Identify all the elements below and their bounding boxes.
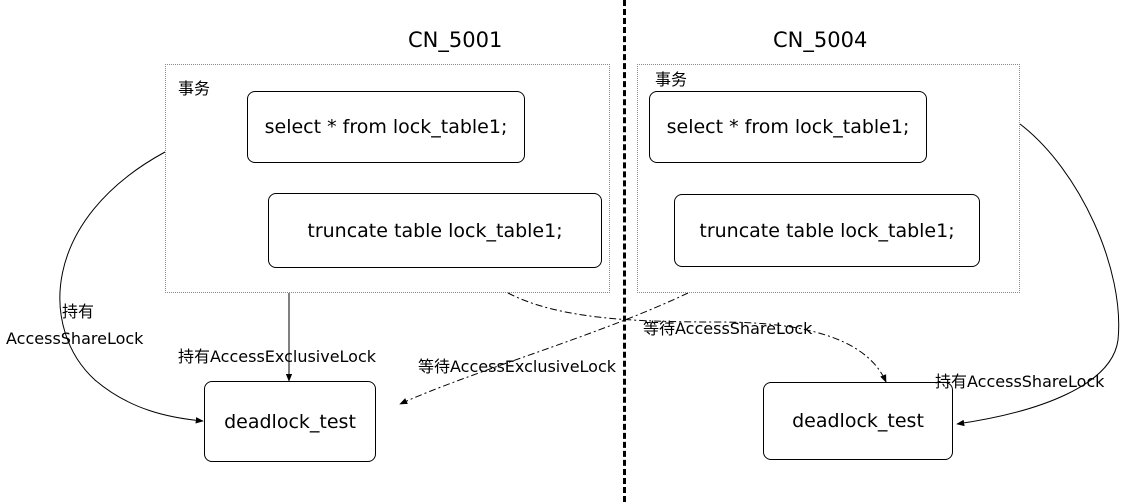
label-hold-share-left-2: AccessShareLock xyxy=(6,329,144,348)
label-wait-share: 等待AccessShareLock xyxy=(643,319,813,338)
select-statement-right: select * from lock_table1; xyxy=(649,91,927,163)
label-wait-exclusive: 等待AccessExclusiveLock xyxy=(418,357,617,376)
label-hold-share-left-1: 持有 xyxy=(61,302,94,321)
deadlock-test-node-left: deadlock_test xyxy=(204,381,376,462)
deadlock-test-node-right: deadlock_test xyxy=(763,382,953,460)
truncate-statement-right: truncate table lock_table1; xyxy=(674,194,980,267)
edge-right-hold-share xyxy=(956,123,1120,427)
label-hold-share-right: 持有AccessShareLock xyxy=(935,372,1105,391)
transaction-region-left xyxy=(165,64,610,293)
edge-left-hold-share xyxy=(59,151,204,424)
edge-wait-exclusive xyxy=(399,292,689,405)
cn-divider xyxy=(623,0,626,502)
cn-5001-label: CN_5001 xyxy=(408,28,503,52)
select-statement-left: select * from lock_table1; xyxy=(247,91,525,163)
cn-5004-label: CN_5004 xyxy=(773,28,868,52)
transaction-label-left: 事务 xyxy=(178,79,211,98)
label-hold-exclusive-left: 持有AccessExclusiveLock xyxy=(178,347,377,366)
transaction-label-right: 事务 xyxy=(655,70,688,89)
transaction-region-right xyxy=(637,64,1020,293)
truncate-statement-left: truncate table lock_table1; xyxy=(268,193,602,268)
edge-wait-share xyxy=(507,292,887,383)
